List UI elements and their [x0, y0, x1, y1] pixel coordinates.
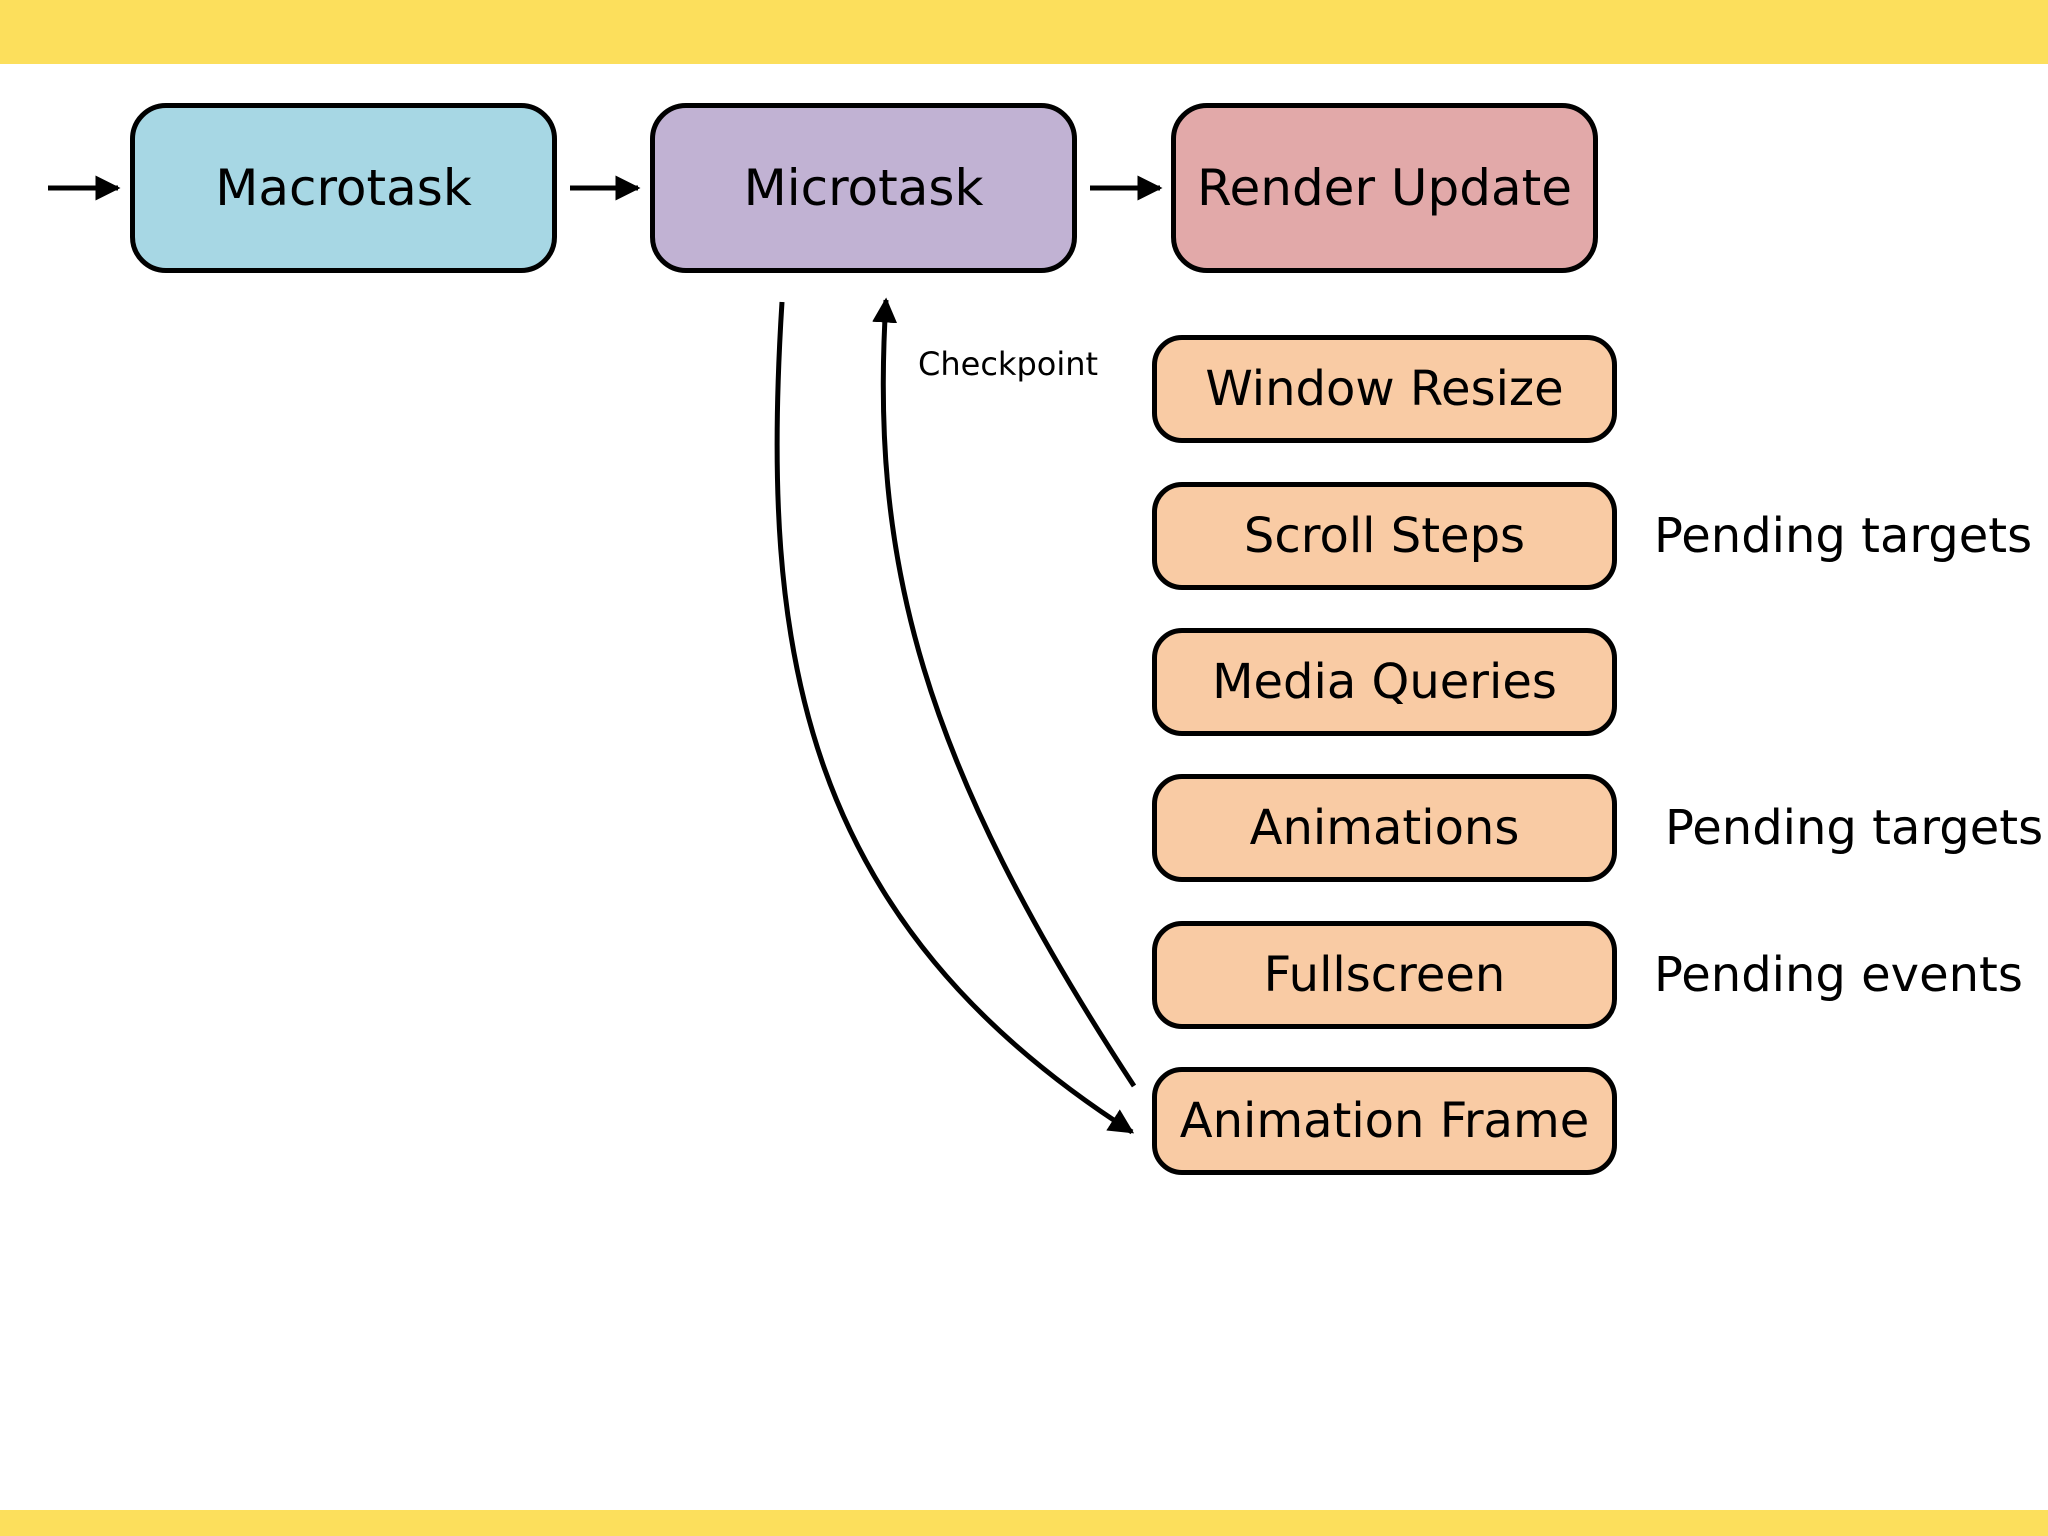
- window-resize-step: Window Resize: [1152, 335, 1617, 443]
- microtask-box: Microtask: [650, 103, 1077, 273]
- fullscreen-step: Fullscreen: [1152, 921, 1617, 1029]
- animation-frame-to-microtask-arrow: [872, 297, 1137, 1088]
- microtask-to-animation-frame-arrow: [774, 301, 1135, 1135]
- scroll-steps-step: Scroll Steps: [1152, 482, 1617, 590]
- animations-step: Animations: [1152, 774, 1617, 882]
- macrotask-box: Macrotask: [130, 103, 557, 273]
- animation-frame-step: Animation Frame: [1152, 1067, 1617, 1175]
- animations-note: Pending targets: [1665, 800, 2044, 856]
- fullscreen-note: Pending events: [1654, 947, 2023, 1003]
- render-update-box: Render Update: [1171, 103, 1598, 273]
- media-queries-step: Media Queries: [1152, 628, 1617, 736]
- bottom-band: [0, 1510, 2048, 1536]
- checkpoint-label: Checkpoint: [918, 345, 1099, 383]
- scroll-steps-note: Pending targets: [1654, 508, 2033, 564]
- top-band: [0, 0, 2048, 64]
